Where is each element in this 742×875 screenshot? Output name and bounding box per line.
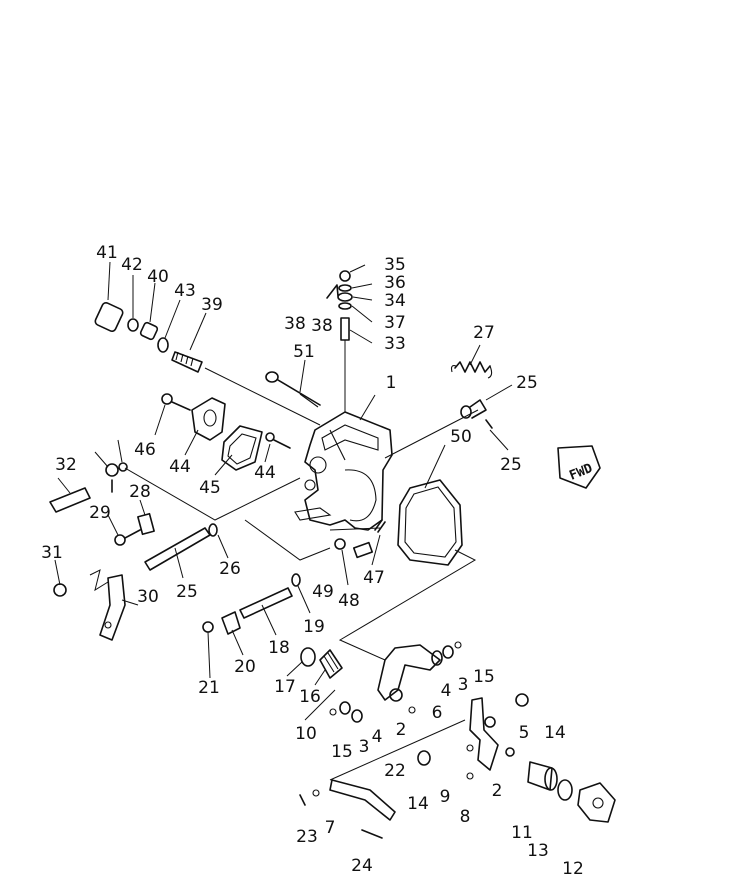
callout-8: 8 [460, 807, 471, 827]
pins-7-23-24 [299, 789, 383, 839]
callout-24: 24 [351, 856, 373, 875]
callout-1: 1 [386, 373, 397, 393]
callout-6: 6 [432, 703, 443, 723]
callout-14: 14 [407, 794, 429, 814]
valve-assembly-41-44 [94, 301, 203, 373]
callout-41: 41 [96, 243, 118, 263]
callout-7: 7 [325, 818, 336, 838]
callout-44: 44 [254, 463, 276, 483]
shaft-18-assembly [202, 573, 301, 635]
callout-39: 39 [201, 295, 223, 315]
callout-21: 21 [198, 678, 220, 698]
callout-labels: 1223344567891011121314141515161718192021… [41, 243, 584, 875]
callout-36: 36 [384, 273, 406, 293]
callout-4: 4 [441, 681, 452, 701]
callout-25: 25 [500, 455, 522, 475]
gasket-52 [397, 479, 463, 566]
bracket-30 [99, 574, 126, 641]
block-28 [137, 512, 155, 536]
lever-assembly-32-34 [49, 462, 128, 513]
fwd-arrow: FWD [557, 445, 601, 489]
callout-34: 34 [384, 291, 406, 311]
callout-29: 29 [89, 503, 111, 523]
callout-5: 5 [519, 723, 530, 743]
callout-16: 16 [299, 687, 321, 707]
callout-38: 38 [311, 316, 333, 336]
bolt-48 [161, 393, 191, 411]
spring-27 [450, 361, 493, 379]
gasket-47 [221, 425, 263, 471]
callout-11: 11 [511, 823, 533, 843]
bushing-11 [527, 761, 558, 791]
lever-bracket-2-4 [377, 641, 462, 702]
plug-stack-35-40 [326, 270, 353, 341]
callout-25: 25 [176, 582, 198, 602]
callout-26: 26 [219, 559, 241, 579]
callout-25: 25 [516, 373, 538, 393]
callout-50: 50 [450, 427, 472, 447]
callout-51: 51 [293, 342, 315, 362]
callout-48: 48 [338, 591, 360, 611]
callout-40: 40 [147, 267, 169, 287]
callout-14: 14 [544, 723, 566, 743]
callout-2: 2 [492, 781, 503, 801]
cam-12 [577, 782, 616, 823]
nut-31 [53, 583, 67, 597]
callout-33: 33 [384, 334, 406, 354]
callout-15: 15 [331, 742, 353, 762]
callout-15: 15 [473, 667, 495, 687]
callout-17: 17 [274, 677, 296, 697]
cover-plate-46 [191, 397, 226, 441]
callout-3: 3 [458, 675, 469, 695]
callout-22: 22 [384, 761, 406, 781]
callout-9: 9 [440, 787, 451, 807]
main-housing [294, 411, 393, 531]
nut-13 [557, 779, 573, 801]
callout-10: 10 [295, 724, 317, 744]
callout-30: 30 [137, 587, 159, 607]
callout-47: 47 [363, 568, 385, 588]
callout-32: 32 [55, 455, 77, 475]
callout-12: 12 [562, 859, 584, 875]
link-22 [329, 779, 396, 821]
callout-37: 37 [384, 313, 406, 333]
shaft-25 [144, 523, 218, 571]
bolt-53 [265, 371, 321, 408]
callout-28: 28 [129, 482, 151, 502]
callout-31: 31 [41, 543, 63, 563]
callout-23: 23 [296, 827, 318, 847]
bolt-29 [114, 529, 141, 546]
callout-38: 38 [284, 314, 306, 334]
callout-4: 4 [372, 727, 383, 747]
bolt-45 [265, 432, 291, 449]
callout-2: 2 [396, 720, 407, 740]
callout-18: 18 [268, 638, 290, 658]
lever-bracket-2-right [466, 693, 529, 780]
callout-44: 44 [169, 457, 191, 477]
pin-25-upper [460, 399, 493, 429]
callout-43: 43 [174, 281, 196, 301]
callout-35: 35 [384, 255, 406, 275]
callout-42: 42 [121, 255, 143, 275]
callout-45: 45 [199, 478, 221, 498]
callout-13: 13 [527, 841, 549, 861]
guide-lines [89, 340, 479, 781]
callout-leaders [54, 261, 513, 721]
callout-49: 49 [312, 582, 334, 602]
callout-46: 46 [134, 440, 156, 460]
bolts-49-51 [334, 519, 386, 559]
washer-14 [417, 750, 431, 766]
callout-27: 27 [473, 323, 495, 343]
callout-3: 3 [359, 737, 370, 757]
callout-20: 20 [234, 657, 256, 677]
callout-19: 19 [303, 617, 325, 637]
washers-3-4-15 [329, 701, 416, 723]
spring-16-17 [300, 647, 343, 679]
